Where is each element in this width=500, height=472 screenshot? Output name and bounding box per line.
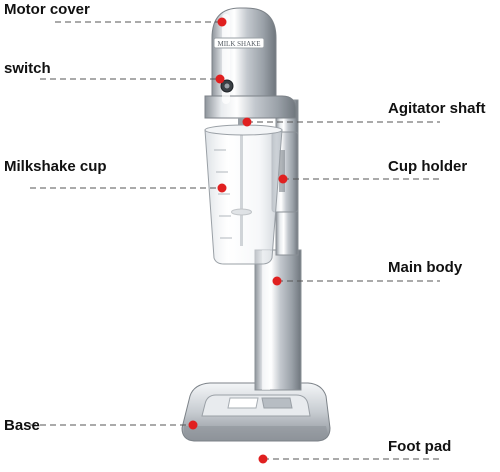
marker-main-body	[272, 276, 282, 286]
marker-motor-cover	[217, 17, 227, 27]
marker-agitator-shaft	[242, 117, 252, 127]
marker-milkshake-cup	[217, 183, 227, 193]
label-cup-holder: Cup holder	[388, 158, 468, 175]
base-shape	[181, 382, 331, 442]
marker-base	[188, 420, 198, 430]
milkshake-cup-shape	[204, 124, 283, 265]
label-motor-cover: Motor cover	[4, 1, 90, 18]
motor-head-shape: MILK SHAKE	[204, 7, 297, 119]
label-base: Base	[4, 417, 40, 434]
label-switch: switch	[4, 60, 51, 77]
marker-cup-holder	[278, 174, 288, 184]
label-milkshake-cup: Milkshake cup	[4, 158, 107, 175]
label-main-body: Main body	[388, 259, 463, 276]
marker-switch	[215, 74, 225, 84]
label-foot-pad: Foot pad	[388, 438, 452, 455]
label-agitator-shaft: Agitator shaft	[388, 100, 486, 117]
marker-foot-pad	[258, 454, 268, 464]
product-badge-text: MILK SHAKE	[218, 40, 261, 48]
